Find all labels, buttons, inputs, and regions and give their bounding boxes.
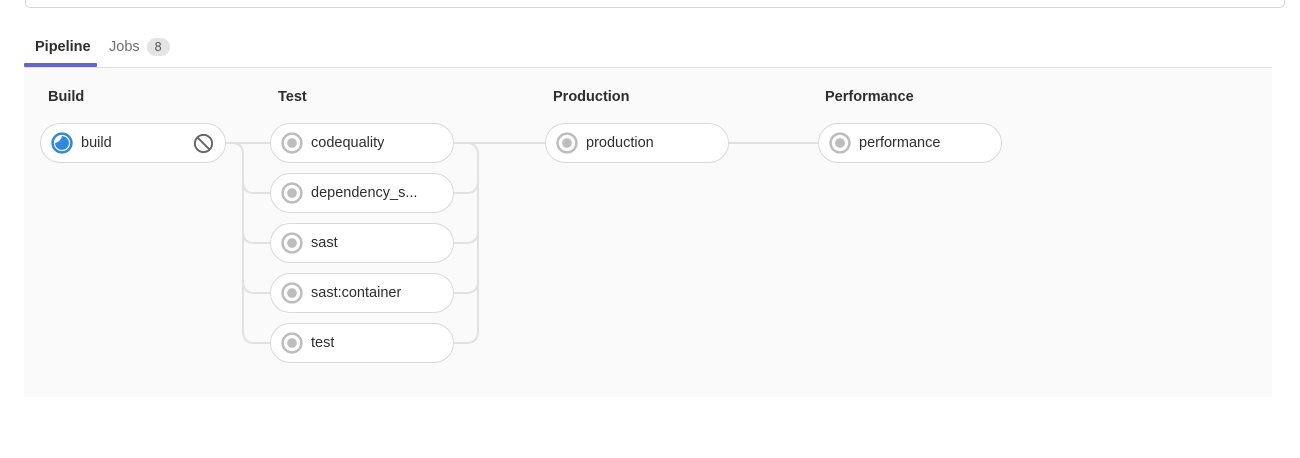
active-tab-indicator	[24, 63, 97, 67]
stage-title-production: Production	[553, 89, 630, 105]
status-created-icon	[281, 282, 303, 304]
stage-title-performance: Performance	[825, 89, 914, 105]
status-created-icon	[281, 132, 303, 154]
pipeline-connectors	[225, 142, 819, 344]
job-pill-sast-container[interactable]: sast:container	[270, 273, 454, 313]
tab-jobs[interactable]: Jobs 8	[99, 30, 180, 64]
status-created-icon	[829, 132, 851, 154]
job-pill-dependency-scanning[interactable]: dependency_s...	[270, 173, 454, 213]
job-pill-sast[interactable]: sast	[270, 223, 454, 263]
job-pill-performance[interactable]: performance	[818, 123, 1002, 163]
job-pill-test[interactable]: test	[270, 323, 454, 363]
job-label: build	[81, 135, 112, 151]
pipeline-graph: Build Test Production Performance build	[24, 67, 1272, 397]
job-label: codequality	[311, 135, 385, 151]
status-created-icon	[556, 132, 578, 154]
status-created-icon	[281, 232, 303, 254]
job-pill-production[interactable]: production	[545, 123, 729, 163]
status-created-icon	[281, 182, 303, 204]
card-bottom-edge	[25, 0, 1285, 8]
status-running-icon	[51, 132, 73, 154]
job-label: sast:container	[311, 285, 402, 301]
cancel-job-button[interactable]	[191, 131, 215, 155]
job-pill-build[interactable]: build	[40, 123, 226, 163]
job-label: production	[586, 135, 654, 151]
job-label: sast	[311, 235, 338, 251]
stage-title-test: Test	[278, 89, 307, 105]
tab-pipeline[interactable]: Pipeline	[24, 30, 102, 64]
job-pill-codequality[interactable]: codequality	[270, 123, 454, 163]
job-label: test	[311, 335, 335, 351]
ban-icon	[193, 133, 213, 153]
jobs-count-badge: 8	[146, 38, 170, 56]
stage-title-build: Build	[48, 89, 85, 105]
job-label: performance	[859, 135, 941, 151]
tab-jobs-label: Jobs	[109, 39, 140, 55]
tab-pipeline-label: Pipeline	[35, 39, 91, 55]
status-created-icon	[281, 332, 303, 354]
job-label: dependency_s...	[311, 185, 418, 201]
